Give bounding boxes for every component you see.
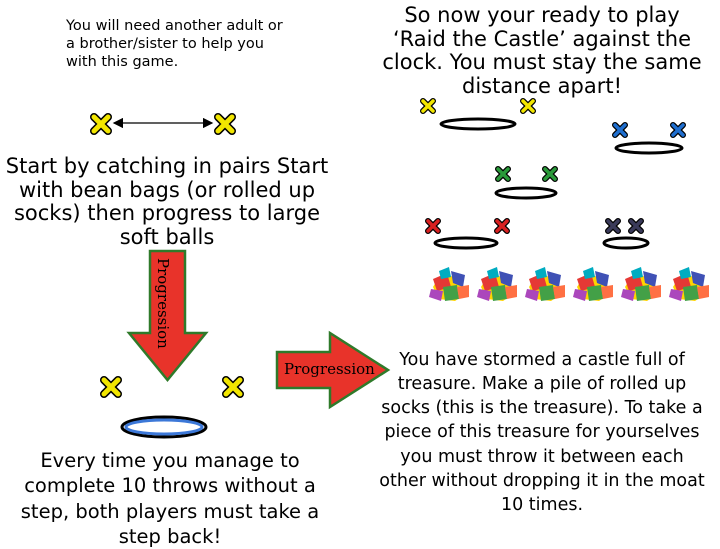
cross-marker-icon [428, 221, 438, 231]
cross-marker-icon [673, 125, 683, 135]
moat-icon [614, 141, 684, 155]
catching-instructions: Start by catching in pairs Start with be… [5, 154, 329, 249]
top-left-note: You will need another adult or a brother… [66, 18, 283, 71]
cross-marker-icon [608, 221, 618, 231]
cross-marker-icon [218, 117, 232, 131]
cross-marker-icon [226, 380, 240, 394]
progression-label-text: Progression [154, 258, 172, 349]
moat-icon [494, 186, 558, 200]
cross-marker-icon [615, 125, 625, 135]
progression-arrow-down-icon [126, 249, 209, 382]
top-left-pair [94, 117, 232, 131]
cross-marker-icon [423, 101, 433, 111]
bottom-left-pair [104, 380, 240, 439]
cross-marker-icon [498, 169, 508, 179]
progression-label-vertical: Progression [150, 258, 172, 368]
moat-icon [602, 236, 650, 250]
progression-arrow-right-icon [275, 330, 391, 410]
moat-icon [433, 236, 499, 250]
cross-marker-icon [104, 380, 118, 394]
treasure-instructions: You have stormed a castle full of treasu… [379, 350, 705, 515]
cross-marker-icon [497, 221, 507, 231]
moat-icon [439, 117, 517, 131]
cross-marker-icon [545, 169, 555, 179]
progression-label-horizontal: Progression [284, 360, 375, 378]
treasure-pile-icon [429, 267, 709, 301]
cross-marker-icon [523, 101, 533, 111]
raid-the-castle-intro: So now your ready to play ‘Raid the Cast… [382, 3, 702, 99]
cross-marker-icon [94, 117, 108, 131]
cross-marker-icon [631, 221, 641, 231]
castle-game-diagram [423, 101, 709, 301]
